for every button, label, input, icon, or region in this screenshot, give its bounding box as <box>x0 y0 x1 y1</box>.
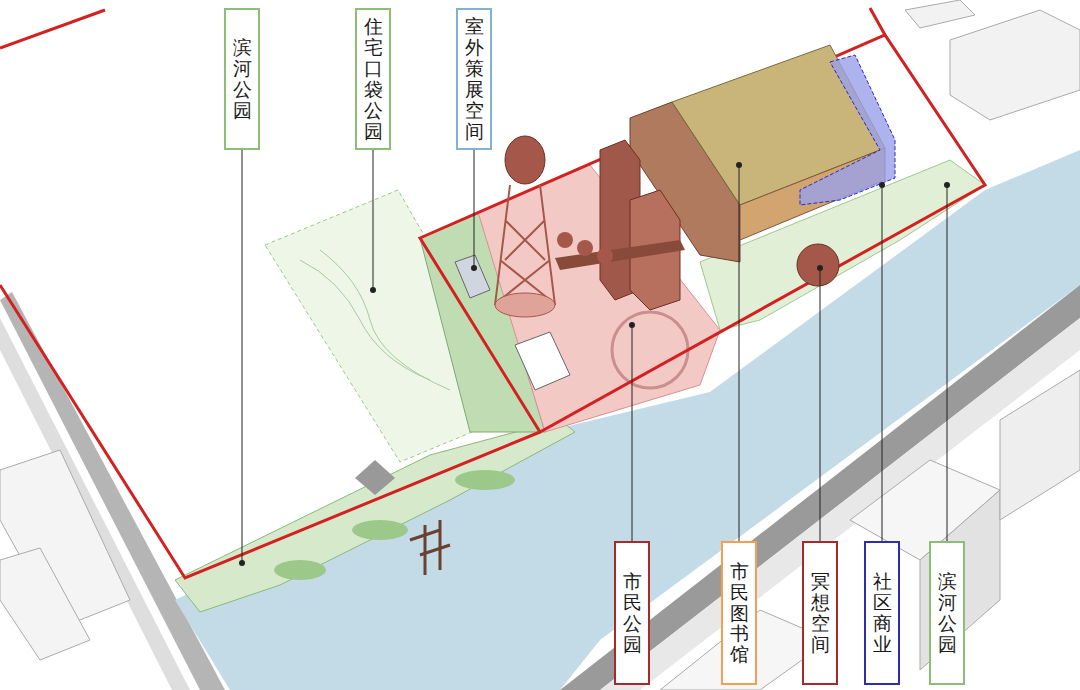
leader-dot <box>736 162 742 168</box>
sidewalk <box>0 318 190 690</box>
pier <box>410 520 450 575</box>
label-text: 市民图书馆 <box>730 561 749 665</box>
leader-dot <box>239 560 245 566</box>
grid-pavilion <box>515 332 570 390</box>
label-text: 住宅口袋公园 <box>364 16 383 141</box>
silo <box>577 240 593 256</box>
plaza <box>612 312 688 388</box>
label-box: 滨河公园 <box>224 8 260 150</box>
label-text: 社区商业 <box>873 571 892 655</box>
label-box: 市民图书馆 <box>721 541 757 685</box>
leader-dot <box>370 287 376 293</box>
commerce-block <box>800 55 895 205</box>
building <box>950 10 1080 120</box>
leader-dot <box>944 182 950 188</box>
label-text: 市民公园 <box>623 571 642 655</box>
riverside-park <box>175 420 575 612</box>
label-text: 冥想空间 <box>811 571 830 655</box>
label-text: 滨河公园 <box>938 571 957 655</box>
planting <box>352 520 408 540</box>
silo <box>557 232 573 248</box>
meditation-drum <box>797 244 839 286</box>
site-boundary <box>420 35 985 432</box>
label-box: 社区商业 <box>864 541 900 685</box>
tower-base <box>495 293 555 317</box>
label-box: 滨河公园 <box>929 541 965 685</box>
leader-line <box>242 150 947 563</box>
label-text: 室外策展空间 <box>465 16 484 141</box>
road <box>0 292 225 690</box>
pavilion <box>455 255 490 298</box>
leader-dot <box>879 182 885 188</box>
silo <box>597 248 613 264</box>
planting <box>274 560 326 580</box>
planting <box>455 470 515 490</box>
label-box: 住宅口袋公园 <box>355 8 391 150</box>
label-box: 市民公园 <box>614 541 650 685</box>
contour <box>300 250 450 390</box>
site-boundary <box>0 8 885 578</box>
leader-dot <box>629 322 635 328</box>
label-box: 室外策展空间 <box>456 8 492 150</box>
building <box>0 548 90 660</box>
label-text: 滨河公园 <box>233 37 252 121</box>
label-box: 冥想空间 <box>802 541 838 685</box>
water-tower <box>495 185 555 305</box>
pyramid <box>355 460 395 495</box>
leader-dot <box>471 265 477 271</box>
building <box>905 0 975 28</box>
tower-tank <box>505 136 545 184</box>
building <box>1000 370 1080 520</box>
industrial-beam <box>555 240 685 270</box>
leader-dot <box>817 265 823 271</box>
